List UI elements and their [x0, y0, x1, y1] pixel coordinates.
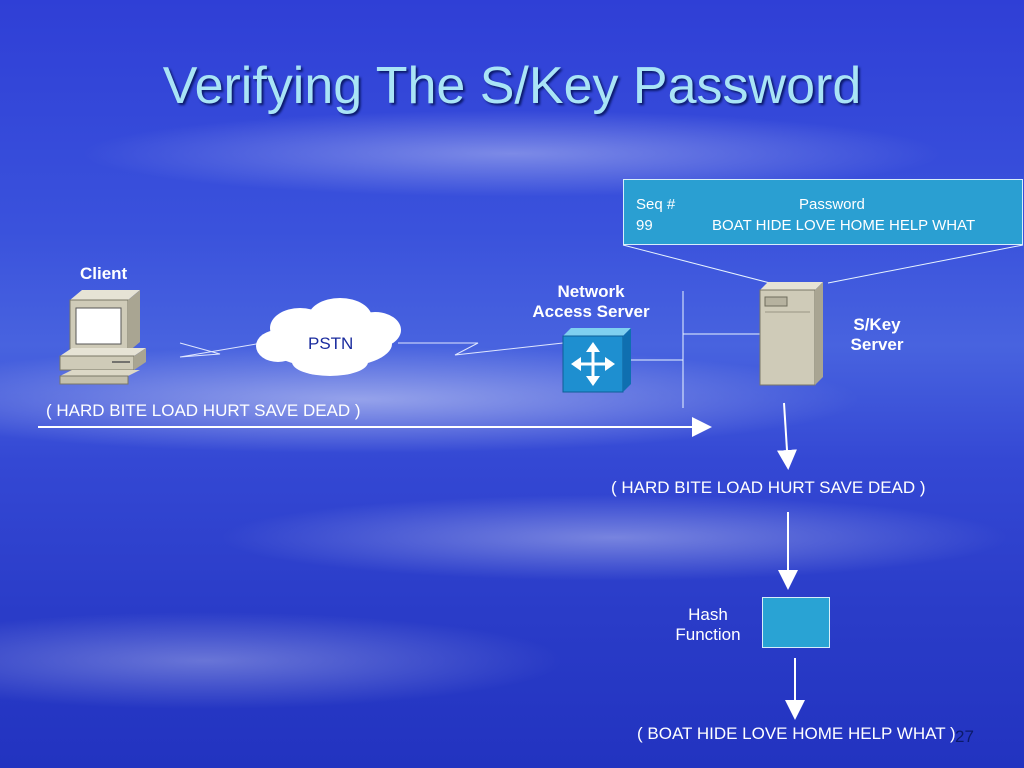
nas-label-line1: Network — [557, 282, 625, 301]
hash-label-line2: Function — [675, 625, 741, 644]
nas-label: Network Access Server — [520, 282, 662, 322]
hash-label-line1: Hash — [688, 605, 728, 624]
password-value: BOAT HIDE LOVE HOME HELP WHAT — [712, 217, 976, 234]
slide-number: 27 — [955, 727, 974, 746]
slide-title: Verifying The S/Key Password — [162, 57, 862, 115]
nas-label-line2: Access Server — [532, 302, 650, 321]
hash-function-box — [762, 597, 830, 648]
pstn-label: PSTN — [308, 334, 354, 353]
skey-label-line2: Server — [850, 335, 904, 354]
link-client-pstn — [179, 342, 263, 358]
skey-server-icon — [759, 282, 823, 386]
skey-server-label: S/Key Server — [838, 315, 916, 355]
skey-label-line1: S/Key — [853, 315, 901, 334]
hash-result-message: ( BOAT HIDE LOVE HOME HELP WHAT ) — [637, 724, 956, 743]
seq-header: Seq # — [636, 196, 676, 213]
callout-line-right — [827, 244, 1024, 284]
pstn-cloud-icon — [256, 298, 401, 376]
password-header: Password — [799, 196, 865, 213]
access-server-icon — [562, 328, 631, 393]
server-received-message: ( HARD BITE LOAD HURT SAVE DEAD ) — [611, 478, 926, 497]
password-table: Seq # Password 99 BOAT HIDE LOVE HOME HE… — [623, 179, 1023, 245]
client-computer-icon — [59, 290, 146, 385]
client-message: ( HARD BITE LOAD HURT SAVE DEAD ) — [46, 401, 361, 420]
link-pstn-nas — [398, 342, 564, 356]
arrow-server-down — [777, 402, 797, 470]
callout-line-left — [622, 244, 771, 284]
client-label: Client — [80, 264, 128, 283]
seq-value: 99 — [636, 217, 653, 234]
hash-function-label: Hash Function — [664, 605, 752, 645]
